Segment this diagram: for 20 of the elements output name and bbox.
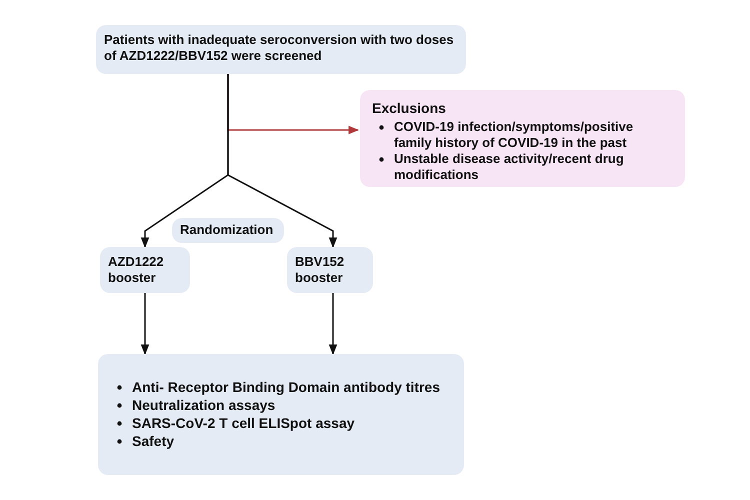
node-text: Patients with inadequate seroconversion with two doses of AZD1222/BBV152 were screened (104, 32, 455, 64)
process-box (100, 247, 190, 293)
exclusion-box (360, 90, 685, 187)
process-box (172, 218, 284, 243)
process-box (287, 247, 373, 293)
arrow (328, 293, 338, 356)
outcome-box (98, 354, 464, 475)
node-text: BBV152 booster (295, 254, 346, 286)
bullet-item: SARS-CoV-2 T cell ELISpot assay (132, 415, 355, 431)
bullet-item: Anti- Receptor Binding Domain antibody titres (132, 379, 440, 395)
arrow (140, 293, 150, 356)
arrow (227, 74, 338, 248)
bullet-item: Unstable disease activity/recent drug modifications (394, 151, 624, 182)
box-heading: Exclusions (372, 100, 447, 116)
process-box (96, 25, 466, 74)
bullet-item: Safety (132, 433, 174, 449)
bullet-item: COVID-19 infection/symptoms/positive family history of COVID-19 in the past (394, 119, 634, 150)
node-text: Randomization (180, 222, 274, 238)
bullet-item: Neutralization assays (132, 397, 276, 413)
node-text: AZD1222 booster (108, 254, 165, 286)
